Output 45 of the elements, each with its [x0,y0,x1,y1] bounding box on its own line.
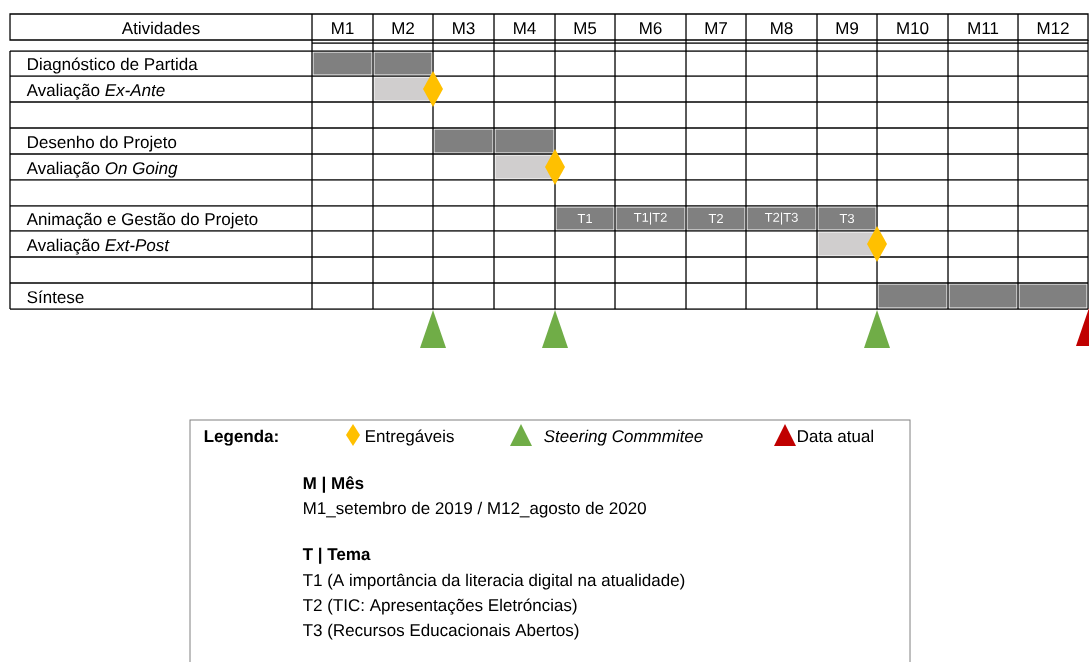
note-text: M1_setembro de 2019 / M12_agosto de 2020 [304,501,646,518]
gantt-bar [818,232,876,256]
column-header: M6 [640,22,662,35]
gantt-bar [878,284,947,308]
column-header: M10 [897,22,929,35]
activity-label: Desenho do Projeto [28,135,177,152]
note-text: T2 (TIC: Apresentações Eletróncias) [303,598,577,615]
gantt-bar [374,52,432,75]
gantt-bar [495,129,554,153]
column-header: M8 [771,22,793,35]
activity-label: Síntese [27,290,84,304]
activity-label: Animação e Gestão do Projeto [26,212,258,229]
legend-label: Entregáveis [366,429,454,446]
activity-label: Diagnóstico de Partida [28,57,198,74]
gantt-bar [434,129,493,153]
gantt-bar: T2 [687,207,745,230]
column-header: M2 [392,22,414,34]
activity-label: Avaliação On Going [26,161,178,178]
activity-label: Avaliação Ext-Post [26,238,170,255]
column-header: M5 [574,22,597,35]
column-header: M7 [705,22,727,34]
column-header: M1 [332,22,354,34]
gantt-bar [313,52,372,75]
gantt-bar: T3 [818,207,876,230]
note-text: T3 (Recursos Educacionais Abertos) [303,623,579,640]
gantt-bar: T2|T3 [747,207,816,230]
gantt-bar: T1 [556,207,614,230]
note-heading: T | Tema [302,547,371,564]
gantt-bar [495,155,554,179]
gantt-bar [949,284,1017,308]
column-header: M3 [453,22,475,35]
note-heading: M | Mês [303,476,364,493]
legend-label: Steering Commmitee [544,429,703,446]
note-text: T1 (A importância da literacia digital na atualidade) [303,573,685,590]
gantt-bar [374,77,432,101]
column-header: M12 [1037,22,1069,34]
gantt-bar [1019,284,1087,308]
column-header: M11 [968,22,999,34]
gantt-bar: T1|T2 [616,207,685,230]
legend-heading: Legenda: [204,429,278,446]
legend-label: Data atual [798,429,873,443]
activity-label: Avaliação Ex-Ante [26,83,165,100]
column-header: M4 [514,22,536,34]
column-header: M9 [836,22,858,35]
column-header: Atividades [121,21,200,35]
